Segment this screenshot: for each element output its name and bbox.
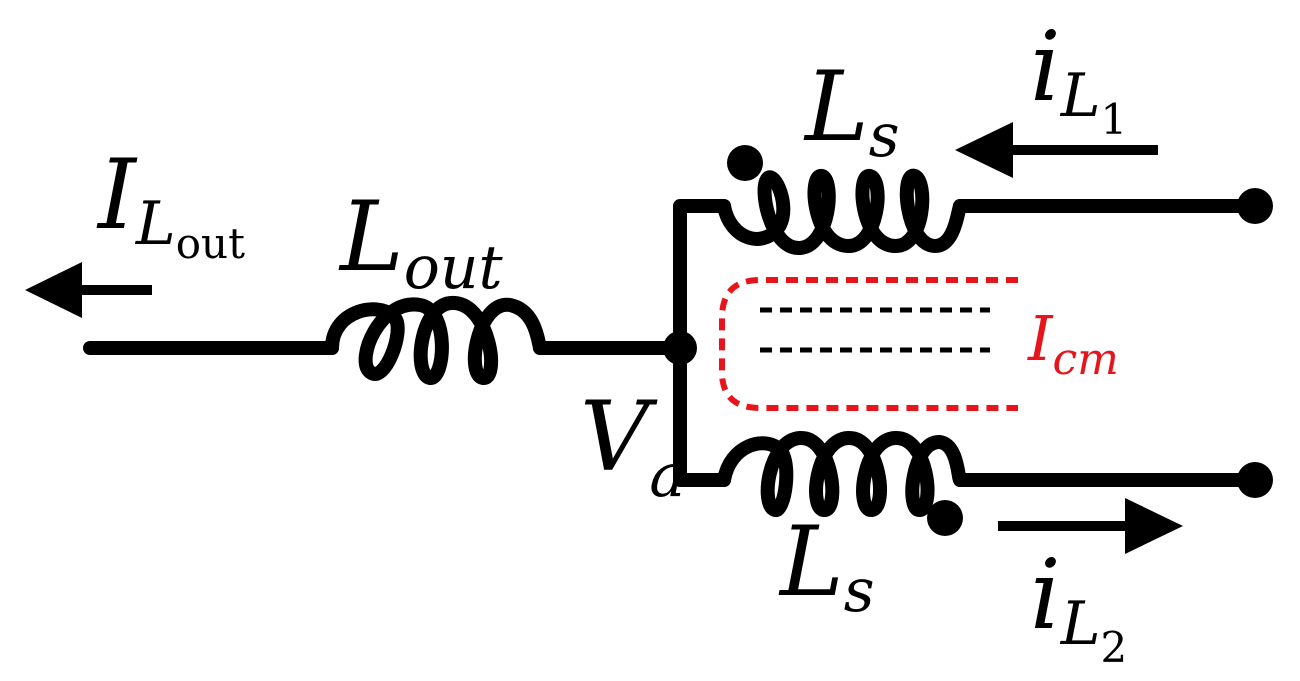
common-mode-current-label: Icm — [1027, 302, 1119, 385]
bottom-coupled-inductor — [717, 431, 967, 517]
bottom-terminal — [1237, 462, 1273, 498]
current-i-l1-label: iL1 — [1030, 11, 1127, 144]
bottom-polarity-dot — [927, 500, 963, 536]
current-i-l2-arrow — [998, 498, 1183, 554]
output-inductor — [325, 296, 547, 385]
top-coupled-inductor — [717, 168, 967, 255]
output-inductor-label: Lout — [338, 181, 504, 303]
vertical-bus — [673, 199, 731, 487]
node-voltage-label: Va — [580, 381, 685, 511]
top-terminal — [1237, 188, 1273, 224]
current-i-l2-label: iL2 — [1030, 539, 1127, 672]
top-inductor-label: Ls — [803, 51, 900, 171]
top-polarity-dot — [727, 145, 763, 181]
output-current-arrow — [25, 262, 152, 318]
output-current-label: ILout — [96, 139, 245, 268]
bottom-inductor-label: Ls — [778, 506, 875, 626]
common-mode-current-path — [719, 277, 1018, 411]
current-i-l1-arrow — [955, 122, 1158, 178]
